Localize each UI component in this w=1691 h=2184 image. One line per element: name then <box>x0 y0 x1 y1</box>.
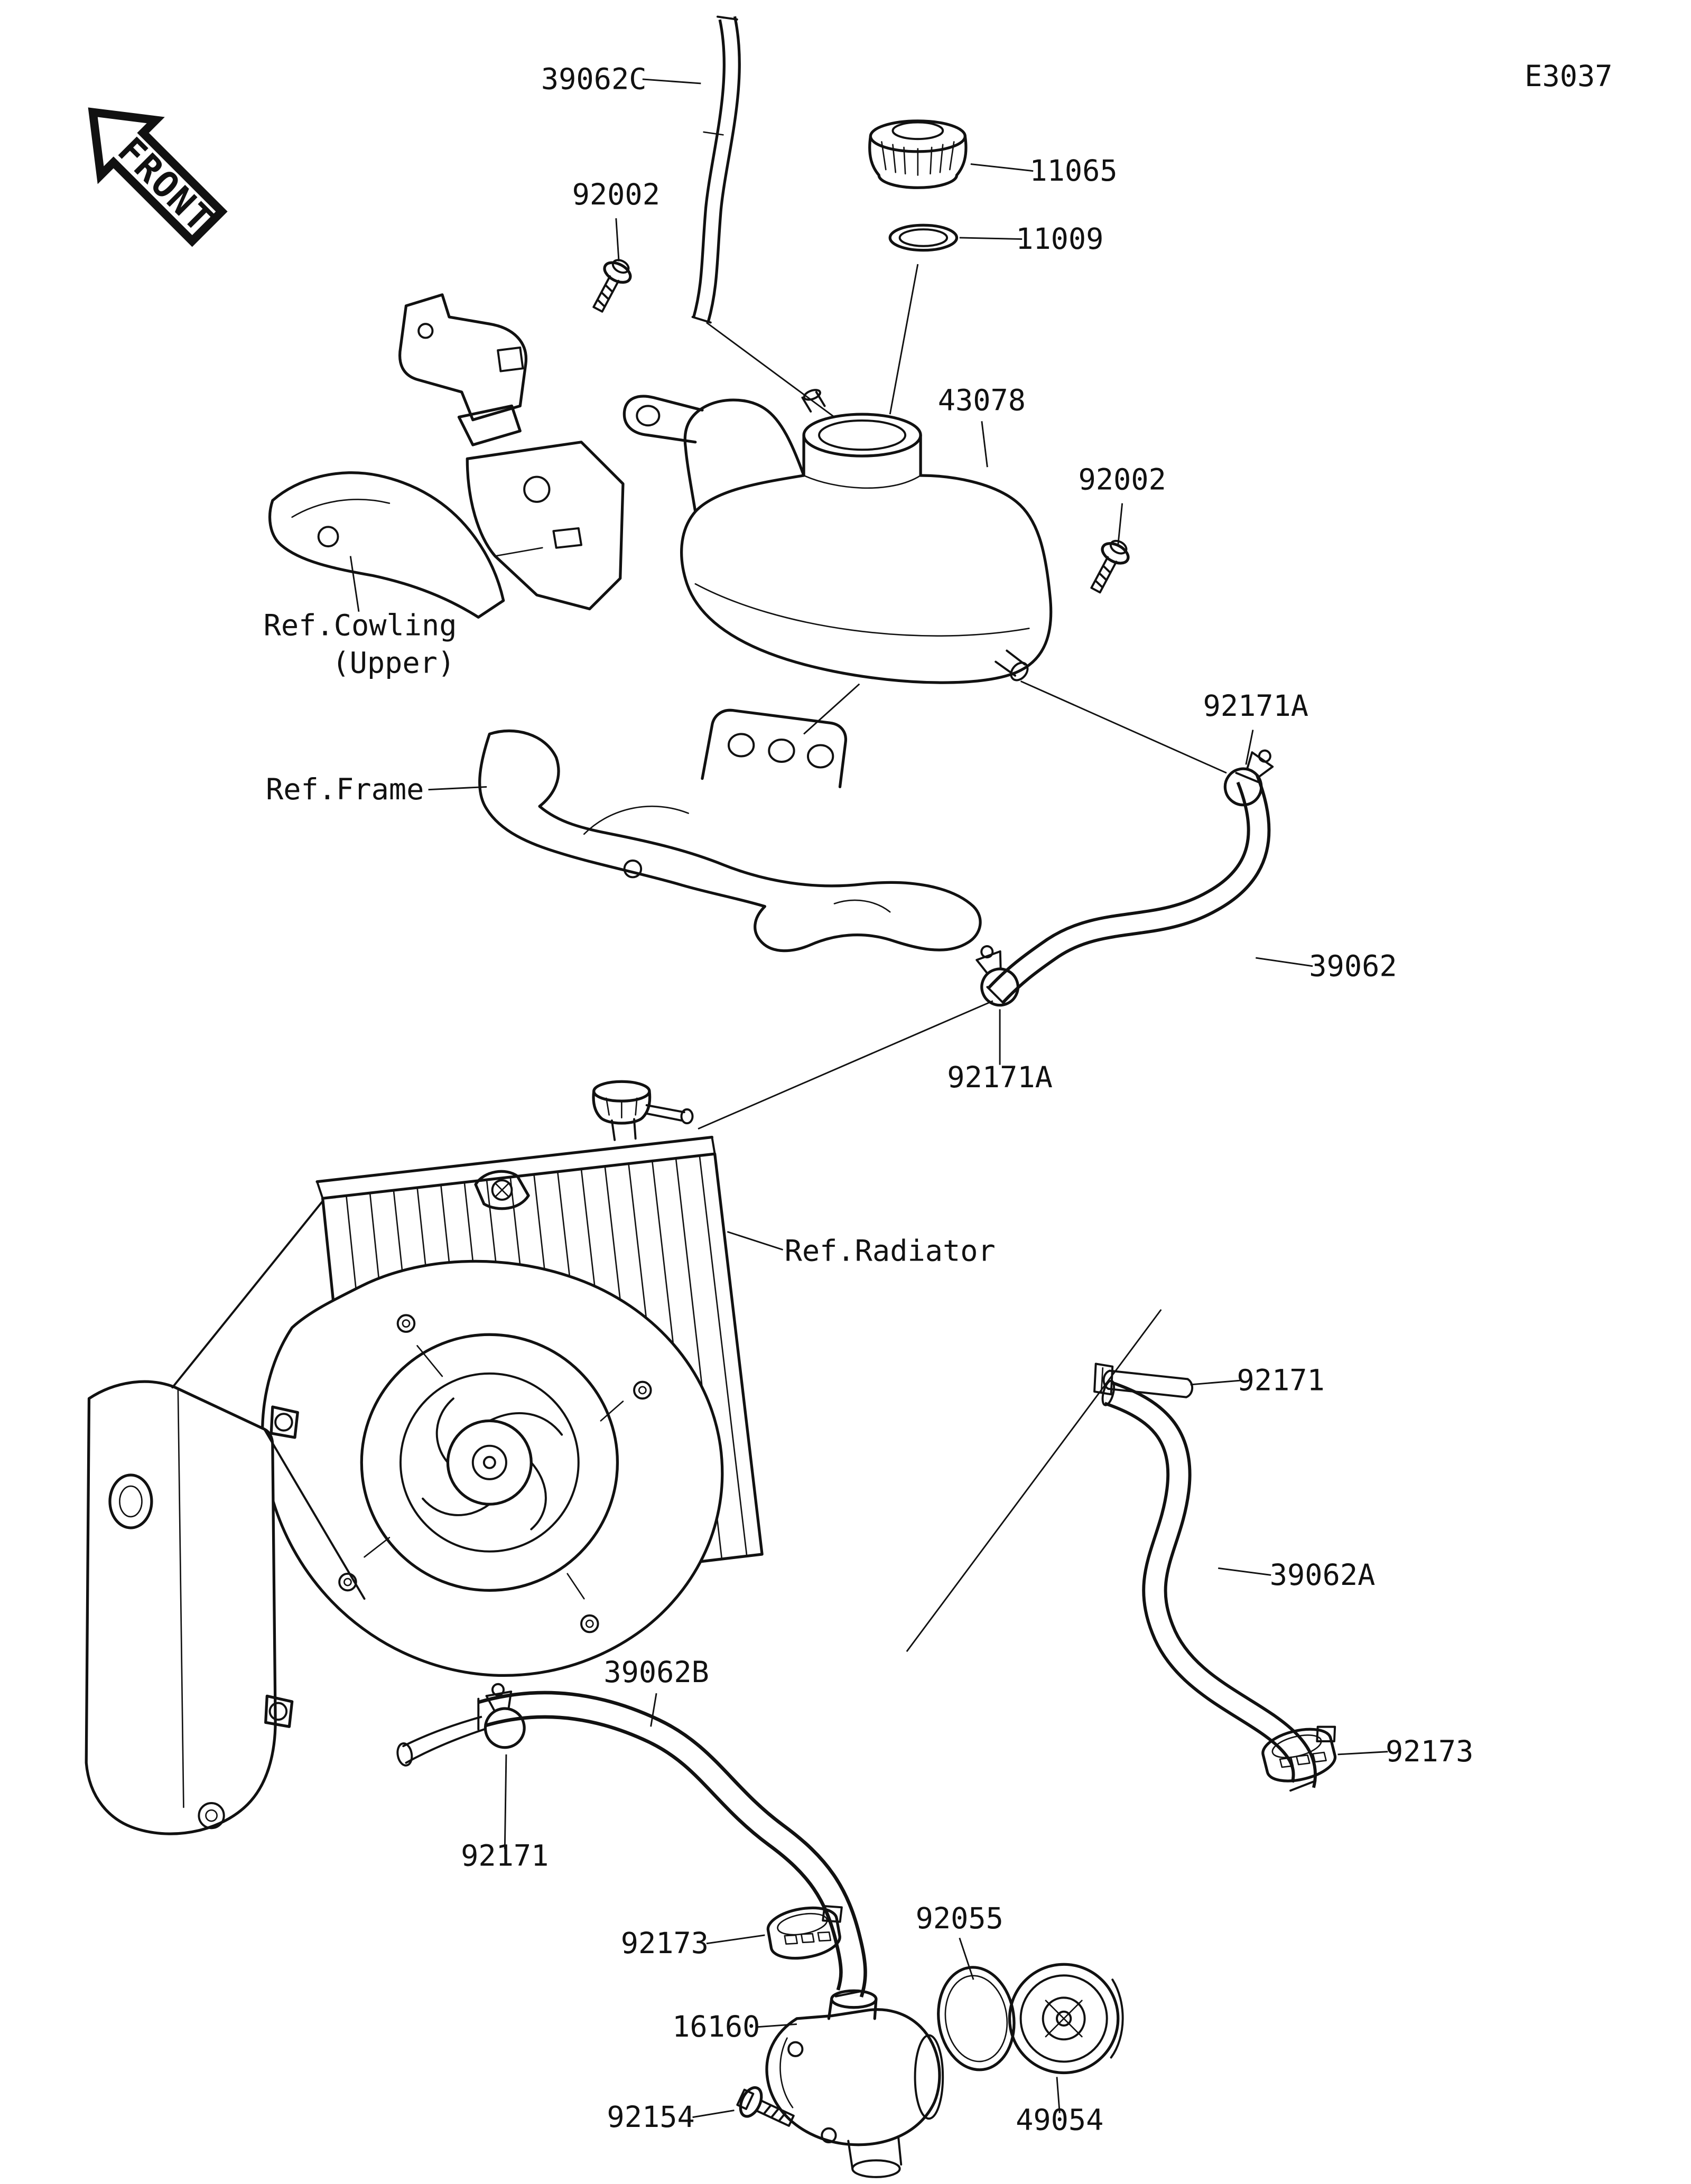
frame-shield <box>478 708 982 953</box>
reference-labels: Ref.Cowling (Upper) Ref.Frame Ref.Radiat… <box>264 609 996 1268</box>
leader-92171a1 <box>1245 730 1254 765</box>
callout-92002-left: 92002 <box>572 178 660 212</box>
screw-92002-left <box>592 259 632 313</box>
line-hose39062c-to-tank <box>705 322 835 418</box>
line-tank-outlet-to-clamp <box>1020 680 1227 774</box>
ref-radiator: Ref.Radiator <box>785 1235 996 1268</box>
leader-11009 <box>959 237 1023 240</box>
leader-92002r <box>1117 503 1123 545</box>
line-tank-to-frame <box>803 683 860 735</box>
thermostat <box>1008 1963 1124 2075</box>
radiator-cap <box>592 1080 694 1141</box>
clamp-92171a-lower <box>975 945 1019 1007</box>
ref-cowling-line1: Ref.Cowling <box>264 609 457 643</box>
ref-cowling-line2: (Upper) <box>332 647 455 680</box>
radiator-fan <box>338 1314 652 1634</box>
assembly-lines <box>698 264 1227 1653</box>
diagram-code: E3037 <box>1525 60 1612 94</box>
radiator-overflow-fitting <box>645 1104 685 1122</box>
callout-16160: 16160 <box>672 2010 760 2044</box>
clamp-92171-left <box>484 1683 526 1749</box>
callout-92173-right: 92173 <box>1386 1735 1473 1769</box>
reserve-tank <box>622 389 1053 684</box>
cowling-brackets <box>268 293 625 619</box>
radiator-bottom-outlet <box>396 1715 485 1767</box>
front-arrow: FRONT <box>88 107 228 247</box>
callout-39062: 39062 <box>1309 949 1397 983</box>
leader-92154 <box>692 2110 735 2118</box>
water-pipe-housing <box>765 1989 944 2178</box>
hose-39062c <box>691 15 741 324</box>
callout-92154: 92154 <box>607 2101 694 2134</box>
fan-blade <box>488 1412 563 1436</box>
callout-92055: 92055 <box>916 1902 1004 1936</box>
leader-92173r <box>1337 1751 1388 1756</box>
reserve-tank-cap <box>868 119 968 189</box>
leader-92055 <box>959 1937 974 1980</box>
hose-39062 <box>986 772 1271 1005</box>
front-arrow-label: FRONT <box>109 130 221 241</box>
ref-frame: Ref.Frame <box>266 773 424 807</box>
callout-92171a-lower: 92171A <box>947 1061 1053 1095</box>
clamp-92173-left <box>766 1905 843 1960</box>
hose-39062a <box>1101 1379 1317 1792</box>
bolt-92154 <box>736 2086 795 2127</box>
leader-92171r <box>1190 1379 1241 1386</box>
radiator <box>85 1080 764 1835</box>
leader-92173l <box>706 1934 765 1945</box>
leader-39062 <box>1256 957 1313 967</box>
front-arrow-shape <box>88 107 228 247</box>
tank-overflow-nipple <box>801 391 826 413</box>
leader-39062b <box>650 1693 657 1727</box>
radiator-top-mount <box>474 1170 530 1210</box>
leader-frame <box>428 786 487 791</box>
callout-39062b: 39062B <box>603 1656 709 1690</box>
leader-49054 <box>1056 2077 1061 2113</box>
line-seal-to-neck <box>889 264 919 415</box>
clamp-92171-right <box>1093 1362 1194 1398</box>
fan-blade <box>530 1461 547 1530</box>
callout-92002-right: 92002 <box>1078 463 1166 497</box>
tank-bracket-tab <box>622 395 704 444</box>
leader-radiator <box>727 1231 784 1251</box>
line-hose39062-to-radiator <box>698 1000 993 1130</box>
leader-39062a <box>1218 1567 1271 1576</box>
leader-11065 <box>970 163 1034 172</box>
leader-92171l <box>504 1754 507 1849</box>
clamp-92173-right <box>1261 1725 1337 1782</box>
callout-11009: 11009 <box>1016 222 1103 256</box>
callout-92171a-upper: 92171A <box>1203 689 1308 723</box>
callout-92171-left: 92171 <box>461 1839 549 1873</box>
fan-blade <box>435 1397 454 1464</box>
leader-cowling <box>349 556 360 612</box>
radiator-left-tank <box>85 1200 366 1835</box>
callout-92171-right: 92171 <box>1237 1364 1324 1397</box>
callout-labels: 39062C 92002 11065 11009 43078 92002 921… <box>461 62 1473 2137</box>
callout-43078: 43078 <box>938 384 1026 417</box>
thermostat-oring <box>937 1966 1016 2071</box>
leader-39062c <box>642 78 701 85</box>
leader-lines <box>349 78 1388 2118</box>
leader-92002l <box>615 218 620 262</box>
callout-49054: 49054 <box>1016 2103 1103 2137</box>
callout-39062c: 39062C <box>541 62 647 96</box>
callout-92173-left: 92173 <box>621 1927 709 1961</box>
callout-39062a: 39062A <box>1270 1558 1376 1592</box>
line-hose39062a-to-radiator <box>906 1309 1162 1653</box>
clamp-92171a-upper <box>1223 749 1274 807</box>
cap-seal <box>888 223 959 252</box>
screw-92002-right <box>1090 539 1130 594</box>
fan-blade <box>422 1497 491 1516</box>
leader-16160 <box>758 2023 797 2028</box>
leader-43078 <box>981 421 988 468</box>
callout-11065: 11065 <box>1029 154 1117 188</box>
